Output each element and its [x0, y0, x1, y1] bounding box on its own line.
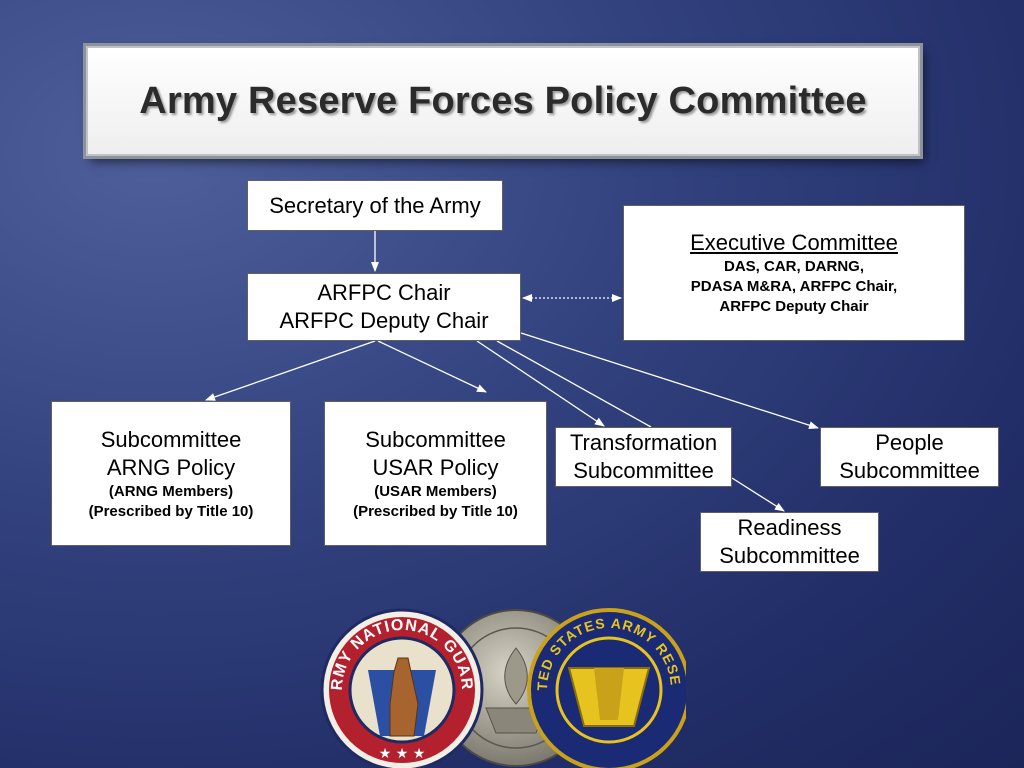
node-heading: Executive Committee	[690, 230, 898, 256]
node-label: Subcommittee	[839, 458, 980, 483]
node-label: ARFPC Deputy Chair	[279, 308, 489, 333]
node-readiness-subcommittee: Readiness Subcommittee	[700, 512, 879, 572]
node-label: Subcommittee	[573, 458, 714, 483]
node-label: Readiness	[737, 515, 842, 541]
node-note: (Prescribed by Title 10)	[88, 502, 254, 520]
node-note: (USAR Members)	[374, 482, 497, 500]
node-secretary-of-the-army: Secretary of the Army	[247, 180, 503, 231]
connector-arfpc-readiness-tail	[731, 477, 785, 512]
node-arfpc-chair: ARFPC Chair ARFPC Deputy Chair	[247, 273, 521, 341]
connector-arfpc-transformation	[476, 340, 605, 427]
title-banner: Army Reserve Forces Policy Committee	[86, 46, 920, 156]
node-arng-policy-subcommittee: Subcommittee ARNG Policy (ARNG Members) …	[51, 401, 291, 546]
node-members-line: PDASA M&RA, ARFPC Chair,	[690, 278, 898, 295]
node-usar-policy-subcommittee: Subcommittee USAR Policy (USAR Members) …	[324, 401, 547, 546]
node-label: USAR Policy	[372, 454, 499, 480]
node-label: People	[875, 430, 944, 456]
node-transformation-subcommittee: Transformation Subcommittee	[555, 427, 732, 487]
connector-arfpc-arng	[205, 340, 376, 401]
connector-arfpc-readiness	[496, 340, 652, 428]
node-label: Secretary of the Army	[269, 192, 481, 218]
connector-arfpc-usar	[377, 340, 487, 393]
node-note: (ARNG Members)	[108, 482, 234, 500]
node-executive-committee: Executive Committee DAS, CAR, DARNG, PDA…	[623, 205, 965, 341]
army-national-guard-seal: ARMY NATIONAL GUARD ★ ★ ★	[316, 608, 484, 768]
node-label: Subcommittee	[100, 427, 242, 452]
node-label: Transformation	[569, 430, 718, 456]
svg-text:★ ★ ★: ★ ★ ★	[379, 746, 426, 762]
node-label: Subcommittee	[719, 543, 860, 568]
node-label: ARFPC Chair	[317, 280, 451, 306]
node-members-line: ARFPC Deputy Chair	[719, 297, 869, 315]
node-label: ARNG Policy	[106, 454, 236, 480]
seals-group: ARMY NATIONAL GUARD ★ ★ ★ UNITED STATES …	[316, 608, 686, 768]
node-label: Subcommittee	[365, 427, 506, 452]
node-members-line: DAS, CAR, DARNG,	[723, 258, 864, 276]
node-note: (Prescribed by Title 10)	[353, 502, 518, 520]
page-title: Army Reserve Forces Policy Committee	[139, 79, 867, 122]
node-people-subcommittee: People Subcommittee	[820, 427, 999, 487]
connector-arfpc-people	[520, 332, 819, 430]
